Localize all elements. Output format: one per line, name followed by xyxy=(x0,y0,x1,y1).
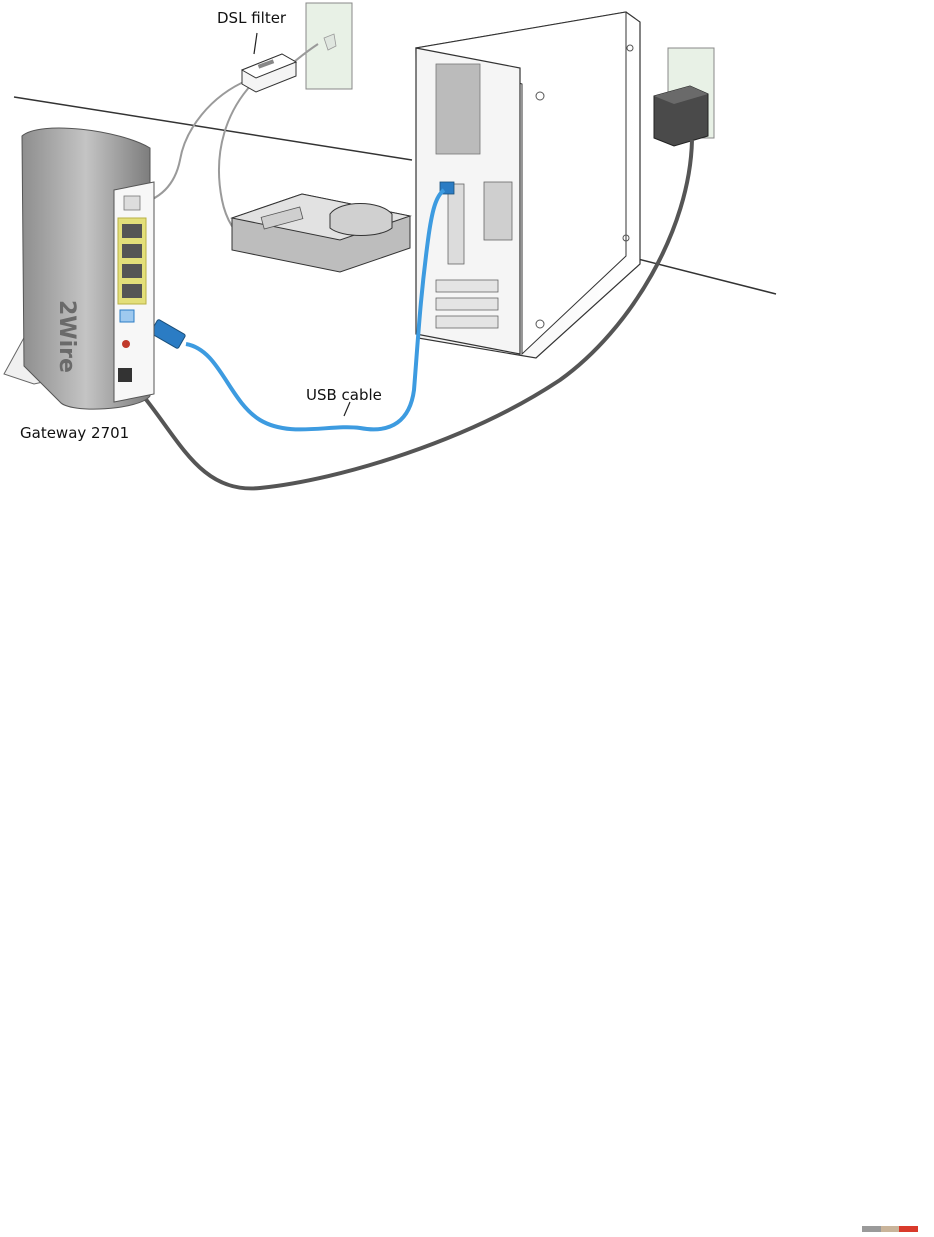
footer-color-strip xyxy=(862,1226,918,1232)
dsl-filter-label: DSL filter xyxy=(217,9,286,27)
footer-strip-segment xyxy=(862,1226,881,1232)
gateway-label: Gateway 2701 xyxy=(20,424,129,442)
usb-cable-pointer xyxy=(344,402,350,416)
footer-strip-segment xyxy=(899,1226,918,1232)
footer-strip-segment xyxy=(881,1226,900,1232)
usb-connector xyxy=(150,319,186,349)
dsl-filter-pointer xyxy=(254,33,257,54)
gateway-brand-logo: 2Wire xyxy=(54,300,79,373)
gateway-device: 2Wire xyxy=(4,128,154,409)
dsl-filter xyxy=(242,54,296,92)
usb-cable-label: USB cable xyxy=(306,386,382,404)
power-adapter xyxy=(654,86,708,146)
phone-wall-plate xyxy=(306,3,352,89)
desktop-computer xyxy=(416,12,640,358)
telephone xyxy=(232,194,410,272)
